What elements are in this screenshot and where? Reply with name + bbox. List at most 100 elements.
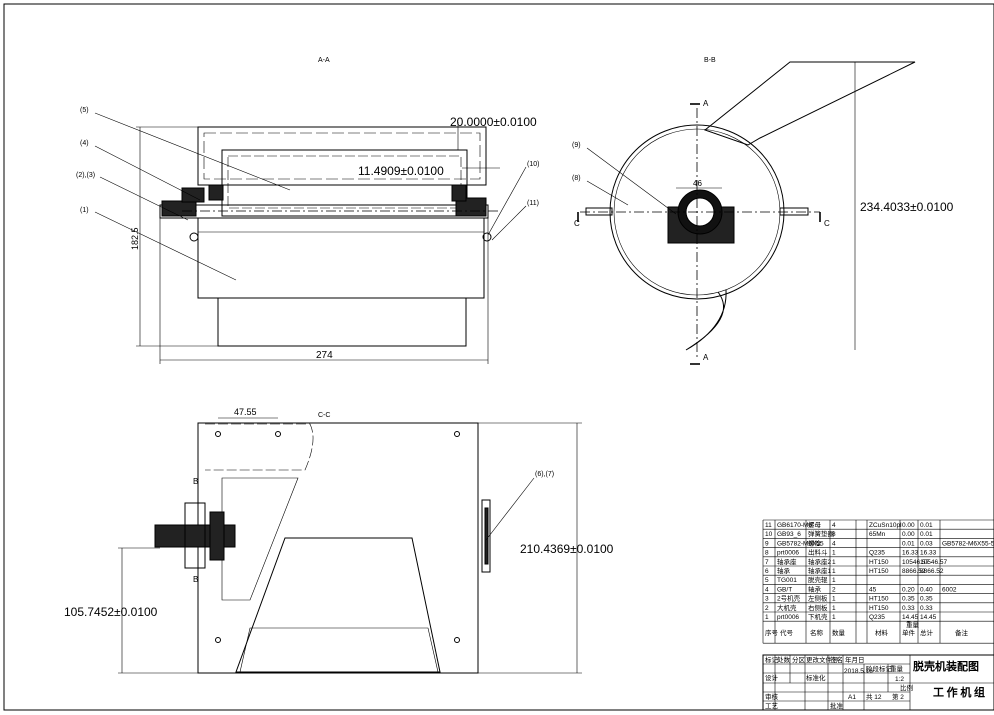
bb-flange-right [779,207,809,216]
bom-cell-code: GB6170-M6 [777,522,812,529]
bom-cell-w2: 0.35 [920,596,933,603]
dim-top: 20.0000±0.0100 [450,115,537,129]
callout-11: (11) [527,200,539,207]
bom-cell-mat: ZCuSn10pl [869,522,902,529]
bom-header-weight: 重量 [906,621,920,629]
view-cc-title: C-C [318,412,330,419]
bom-cell-no: 2 [765,605,769,612]
bom-cell-mat: HT150 [869,596,889,603]
leader-67 [485,477,535,541]
cc-bearing [184,502,206,569]
bom-cell-no: 11 [765,522,772,529]
bb-feed-chute [703,61,916,146]
aa-bolt-right [482,232,492,242]
bb-chute-edge [704,129,749,146]
bom-cell-no: 5 [765,577,769,584]
bb-discharge [685,289,727,351]
dim-shaft: 105.7452±0.0100 [64,605,158,619]
bom-cell-code: 2号机壳 [777,594,801,603]
bom-header-total: 总计 [920,628,934,637]
tb-frame [762,654,994,711]
cc-bracket [481,499,491,573]
bom-cell-w1: 14.45 [902,614,919,621]
bom-cell-qty: 1 [832,596,836,603]
bom-cell-mat: HT150 [869,568,889,575]
bom-cell-note: GB5782-M6X55-5_6 [942,540,994,547]
bom-cell-note: 6002 [942,586,957,593]
dim-width: 274 [316,350,333,361]
bom-cell-no: 4 [765,586,769,593]
bom-cell-w1: 0.20 [902,586,915,593]
bom-cell-name: 螺栓 [808,538,822,547]
bom-cell-w2: 0.33 [920,605,933,612]
section-a-bot: A [703,353,709,362]
bom-header-note: 备注 [955,628,969,637]
bom-cell-qty: 8 [832,531,836,538]
bom-cell-code: GB93_6 [777,531,801,538]
cc-hole-2 [275,431,281,437]
bom-cell-w2: 14.45 [920,614,937,621]
cc-discharge [235,537,441,673]
bom-cell-code: GB5782-M6X55 [777,540,824,547]
bom-header-single: 单件 [902,628,916,637]
bom-cell-name: 轴承座2 [808,557,832,566]
bom-cell-w1: 10546.57 [902,559,929,566]
tb-design: 设计 [765,673,779,682]
tb-drawing-title: 脱壳机装配图 [913,659,979,673]
bom-cell-code: prt0006 [777,614,799,621]
cc-hole-1 [215,431,221,437]
callout-23: (2),(3) [76,172,95,179]
bom-cell-no: 9 [765,540,769,547]
tb-date: 2018.5.16 [844,668,873,675]
tb-change: 更改文件号 [806,655,839,664]
callout-67: (6),(7) [535,471,554,478]
bom-header-no: 序号 [765,628,779,637]
tb-mark: 标记 [765,655,779,664]
tb-scale: 1:2 [895,676,904,683]
bom-cell-w2: 16.33 [920,550,937,557]
aa-hatch-right [455,197,487,217]
bom-cell-qty: 4 [832,522,836,529]
view-bb-title: B-B [704,57,716,64]
bom-cell-w1: 16.33 [902,550,919,557]
bom-cell-no: 3 [765,596,769,603]
bom-cell-name: 右侧板 [808,603,828,612]
bom-cell-code: 大机壳 [777,603,797,612]
bom-cell-w1: 0.00 [902,522,915,529]
callout-1: (1) [80,207,89,214]
aa-bearing-left [181,187,205,203]
cc-hole-3 [454,431,460,437]
bom-cell-name: 左侧板 [808,594,828,603]
tb-standard: 标准化 [806,673,826,682]
bom-cell-w1: 0.00 [902,531,915,538]
bom-cell-mat: HT150 [869,605,889,612]
bom-header-code: 代号 [780,628,794,637]
bom-cell-code: 轴承座 [777,557,797,566]
bom-cell-w1: 0.35 [902,596,915,603]
section-a-top: A [703,99,709,108]
bom-cell-no: 6 [765,568,769,575]
tb-weight: 重量 [890,665,904,673]
view-cc: C-C 47.55 210.4369±0.0100 105.7452±0.010… [64,407,614,674]
section-c-left: C [574,219,580,228]
dim-inner: 11.4909±0.0100 [358,164,444,178]
bom-header-name: 名称 [810,628,824,637]
callout-5: (5) [80,107,89,114]
tb-sheets-total: 共 12 [866,692,882,701]
tb-process: 工艺 [765,702,779,710]
callout-4: (4) [80,140,89,147]
bom-cell-mat: 65Mn [869,531,886,538]
bom-cell-qty: 1 [832,550,836,557]
cc-hole-4 [454,637,460,643]
bom-cell-qty: 1 [832,559,836,566]
tb-part-name: 工作机组 [933,685,985,699]
bom-cell-mat: Q235 [869,550,885,557]
cc-bracket-in [484,507,489,565]
bom-cell-no: 10 [765,531,773,538]
callout-10: (10) [527,161,539,168]
leader-9 [586,147,677,215]
cc-bearing-in [209,511,225,561]
cc-plate [197,422,479,674]
aa-bolt-left [189,232,199,242]
bom-cell-w1: 0.01 [902,540,915,547]
